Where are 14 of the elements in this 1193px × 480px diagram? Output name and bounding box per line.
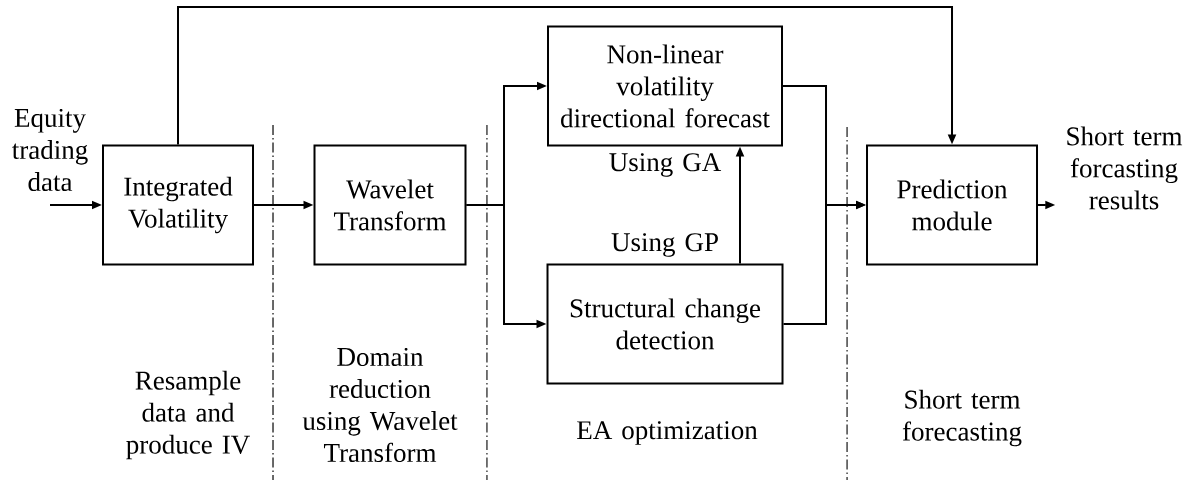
process-box: Non-linear volatility directional forecast bbox=[547, 25, 783, 147]
stage-label: EA optimization bbox=[577, 421, 758, 445]
stage-label: Domain reduction using Wavelet Transform bbox=[302, 347, 458, 463]
stage-label: Short term forecasting bbox=[902, 389, 1022, 447]
process-box: Wavelet Transform bbox=[313, 144, 467, 266]
output-label: Short term forcasting results bbox=[1067, 126, 1183, 210]
process-box: Integrated Volatility bbox=[102, 144, 254, 266]
process-box: Prediction module bbox=[866, 144, 1038, 266]
arrow bbox=[177, 6, 957, 146]
method-label: Using GA bbox=[609, 153, 722, 177]
process-box: Structural change detection bbox=[546, 263, 784, 385]
input-label: Equity trading data bbox=[12, 108, 88, 192]
method-label: Using GP bbox=[611, 233, 718, 257]
stage-label: Resample data and produce IV bbox=[126, 370, 250, 460]
